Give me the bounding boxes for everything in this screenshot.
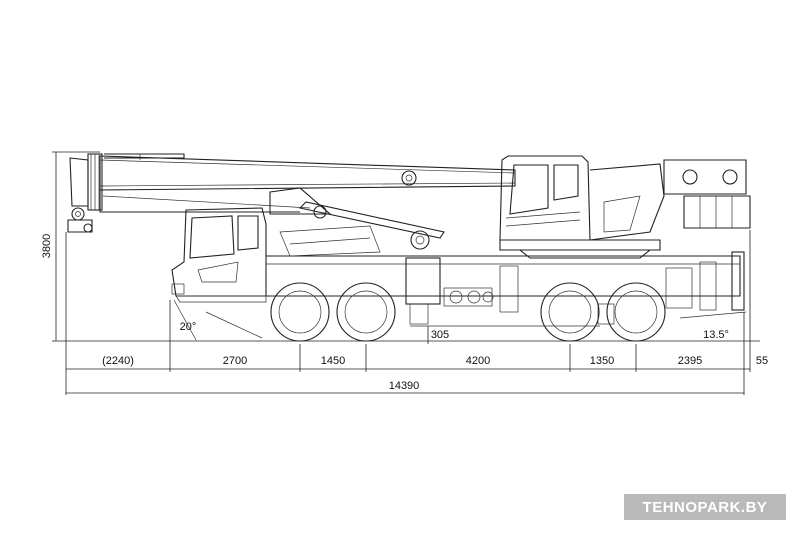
wheel-4: [606, 282, 666, 342]
watermark: TEHNOPARK.BY: [624, 494, 786, 520]
dimension-lines: [52, 151, 751, 395]
dim-height: 3800: [41, 234, 53, 258]
dim-ground-clearance: 305: [431, 329, 449, 341]
wheels: [270, 282, 666, 342]
wheel-1: [270, 282, 330, 342]
dim-axle2-to-axle3: 4200: [466, 355, 490, 367]
dim-axle1-to-axle2: 1450: [321, 355, 345, 367]
dim-rear-extra: 55: [756, 355, 768, 367]
dim-rear-overhang: 2395: [678, 355, 702, 367]
dim-departure-angle: 13.5°: [703, 329, 729, 341]
dim-axle3-to-axle4: 1350: [590, 355, 614, 367]
dim-cab-to-axle1: 2700: [223, 355, 247, 367]
superstructure: [499, 155, 751, 259]
dim-approach-angle: 20°: [180, 321, 197, 333]
wheel-2: [336, 282, 396, 342]
dimension-labels: 3800 (2240) 2700 1450 4200 1350 2395 55 …: [41, 234, 768, 392]
boom: [67, 153, 516, 250]
chassis: [266, 225, 745, 325]
dim-total-length: 14390: [389, 380, 420, 392]
dim-front-overhang: (2240): [102, 355, 134, 367]
carrier-cab: [171, 207, 267, 303]
wheel-3: [540, 282, 600, 342]
